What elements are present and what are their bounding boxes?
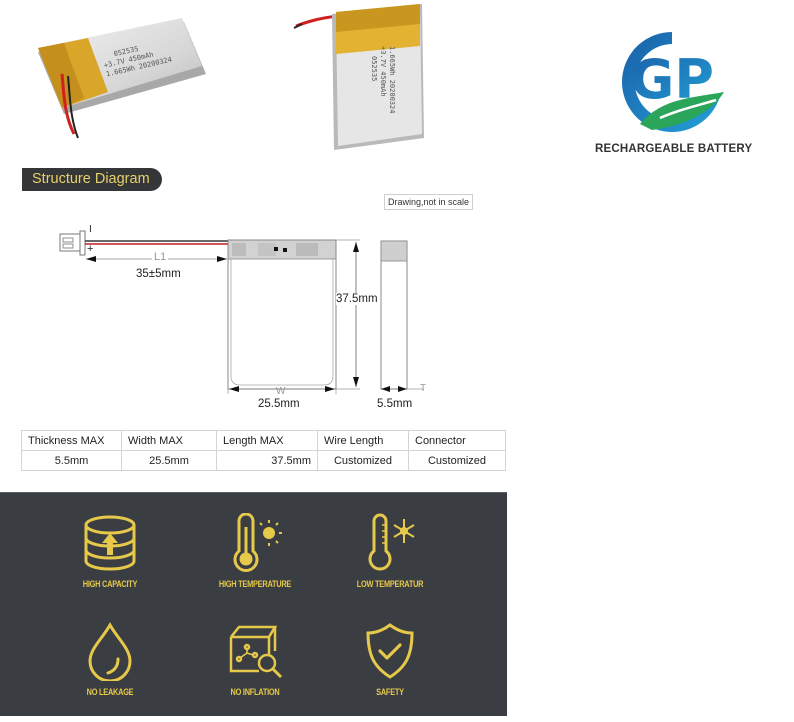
polarity-positive: +	[87, 243, 94, 255]
wire-length-value: 35±5mm	[136, 268, 181, 280]
section-title-structure-diagram: Structure Diagram	[22, 168, 162, 191]
feature-label: NO LEAKAGE	[86, 687, 134, 697]
product-photo-battery-upright: 052535 +3.7V 450mAh 1.665Wh 20200324	[292, 2, 430, 152]
svg-text:+3.7V 450mAh: +3.7V 450mAh	[379, 46, 387, 97]
box-magnifier-icon	[229, 625, 283, 679]
header-length: Length MAX	[216, 430, 318, 451]
feature-label: NO INFLATION	[230, 687, 280, 697]
feature-safety: SAFETY	[320, 621, 460, 697]
thermometer-sun-icon	[233, 513, 282, 572]
spec-table-header-row: Thickness MAX Width MAX Length MAX Wire …	[21, 430, 506, 451]
feature-label: SAFETY	[376, 687, 404, 697]
value-width: 25.5mm	[121, 450, 217, 471]
feature-low-temperature: LOW TEMPERATUR	[320, 513, 460, 589]
value-wire-length: Customized	[317, 450, 409, 471]
length-value: 37.5mm	[336, 293, 378, 305]
wire-length-symbol: L1	[152, 251, 169, 263]
features-panel: HIGH CAPACITY HIGH TEMPERATURE	[0, 492, 507, 716]
thickness-symbol: T	[420, 383, 427, 394]
svg-text:W: W	[276, 386, 286, 397]
value-connector: Customized	[408, 450, 506, 471]
database-arrow-up-icon	[84, 515, 136, 571]
gp-logo: GP	[612, 26, 732, 136]
value-thickness: 5.5mm	[21, 450, 122, 471]
water-drop-icon	[88, 621, 132, 681]
header-connector: Connector	[408, 430, 506, 451]
thickness-value: 5.5mm	[377, 398, 413, 410]
feature-high-temperature: HIGH TEMPERATURE	[185, 513, 325, 589]
scale-note: Drawing,not in scale	[384, 194, 474, 210]
feature-no-leakage: NO LEAKAGE	[40, 621, 180, 697]
feature-high-capacity: HIGH CAPACITY	[40, 513, 180, 589]
thermometer-snowflake-icon	[368, 513, 415, 571]
feature-label: LOW TEMPERATUR	[356, 579, 424, 589]
width-value: 25.5mm	[258, 398, 300, 410]
header-wire-length: Wire Length	[317, 430, 409, 451]
feature-no-inflation: NO INFLATION	[185, 621, 325, 697]
svg-text:052535: 052535	[370, 56, 378, 81]
logo-tagline: RECHARGEABLE BATTERY	[595, 143, 753, 155]
header-width: Width MAX	[121, 430, 217, 451]
structure-diagram: W I + L1 35±5mm 37.5mm 25.5mm T 5.5mm	[0, 200, 500, 420]
polarity-negative: I	[89, 224, 92, 235]
svg-text:1.665Wh 20200324: 1.665Wh 20200324	[388, 46, 396, 113]
value-length: 37.5mm	[216, 450, 318, 471]
spec-table-row: 5.5mm 25.5mm 37.5mm Customized Customize…	[21, 450, 506, 471]
feature-label: HIGH TEMPERATURE	[218, 579, 292, 589]
shield-check-icon	[366, 623, 414, 679]
header-thickness: Thickness MAX	[21, 430, 122, 451]
product-photo-battery-angled: 052535 +3.7V 450mAh 1.665Wh 20200324	[34, 14, 212, 144]
feature-label: HIGH CAPACITY	[82, 579, 138, 589]
spec-table: Thickness MAX Width MAX Length MAX Wire …	[21, 430, 506, 471]
